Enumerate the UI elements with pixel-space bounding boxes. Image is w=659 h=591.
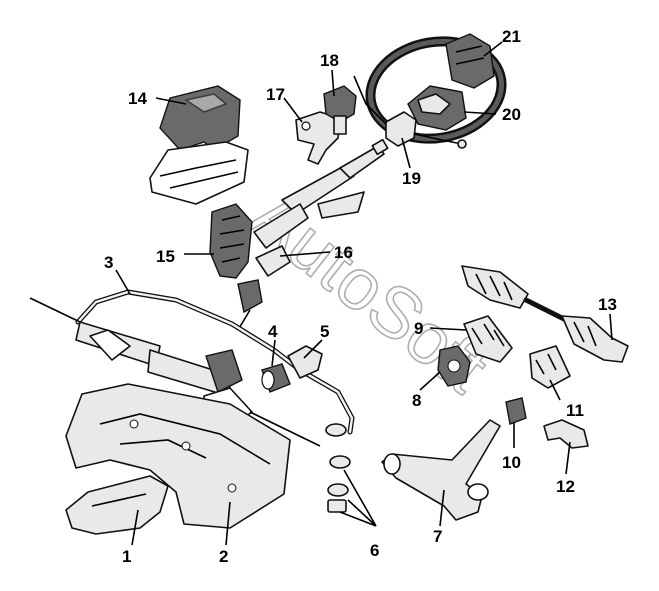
callout-15: 15 <box>156 247 175 266</box>
callout-7: 7 <box>433 527 442 546</box>
part-10-small-bushing <box>505 397 527 425</box>
part-9-boot <box>463 315 513 363</box>
part-8-tie-rod-end <box>437 345 471 387</box>
callout-9: 9 <box>414 319 423 338</box>
part-11-boot <box>529 345 571 389</box>
part-15-column-pad <box>209 203 253 279</box>
part-6-washers <box>325 423 351 513</box>
callout-18: 18 <box>320 51 339 70</box>
part-12-clamp <box>543 419 589 449</box>
subframe <box>65 383 291 529</box>
callout-17: 17 <box>266 85 285 104</box>
callout-13: 13 <box>598 295 617 314</box>
callout-6: 6 <box>370 541 379 560</box>
part-19-hub <box>353 75 467 149</box>
part-21-horn-cover <box>445 33 495 89</box>
part-20-steering-wheel <box>365 36 507 144</box>
callout-3: 3 <box>104 253 113 272</box>
part-3-stabilizer-bar <box>75 289 355 435</box>
leader-lines <box>115 41 613 546</box>
callout-4: 4 <box>268 322 278 341</box>
callout-20: 20 <box>502 105 521 124</box>
part-5-bracket <box>287 345 323 379</box>
callout-11: 11 <box>566 401 584 420</box>
callout-labels: 1 2 3 4 5 6 7 8 9 10 11 12 13 14 15 16 1… <box>104 27 617 566</box>
part-1-lower-plate <box>65 475 169 535</box>
callout-21: 21 <box>502 27 521 46</box>
callout-16: 16 <box>334 243 353 262</box>
part-13-drive-shaft <box>461 265 629 363</box>
callout-1: 1 <box>122 547 131 566</box>
steering-column <box>253 138 389 249</box>
callout-14: 14 <box>128 89 147 108</box>
callout-19: 19 <box>402 169 421 188</box>
callout-8: 8 <box>412 391 421 410</box>
callout-2: 2 <box>219 547 228 566</box>
part-16-universal-joint <box>237 245 291 331</box>
part-18-lock-switch <box>323 85 357 135</box>
callout-12: 12 <box>556 477 575 496</box>
callout-10: 10 <box>502 453 521 472</box>
part-14-column-upper-shroud <box>149 85 249 205</box>
part-7-control-arm <box>381 419 501 521</box>
part-4-bushing <box>261 363 291 393</box>
callout-5: 5 <box>320 322 329 341</box>
